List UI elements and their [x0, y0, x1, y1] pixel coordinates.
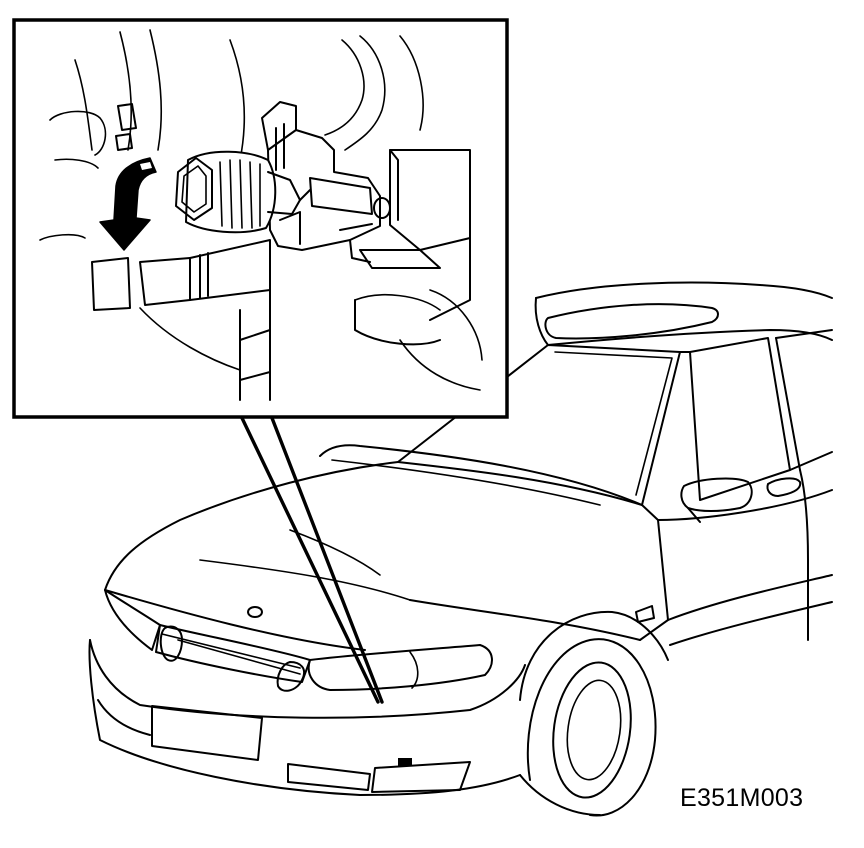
fog-light-mark [398, 758, 412, 766]
figure-code: E351M003 [680, 784, 804, 812]
hood-emblem [247, 606, 263, 618]
connector-plug [261, 101, 381, 251]
car-hood [104, 461, 399, 591]
license-plate [151, 705, 263, 761]
car-mirror [680, 477, 753, 512]
car-front-wheel [526, 638, 657, 817]
car-side-window-front [689, 337, 791, 501]
car-roof [535, 281, 833, 299]
car-sunroof [544, 303, 719, 340]
curved-down-arrow-icon [99, 157, 157, 251]
car-door-handle [766, 477, 802, 497]
car-headlamp-right [307, 644, 493, 691]
car-headlamp-left [104, 589, 161, 651]
callout-pointer [240, 416, 384, 704]
car-bumper [89, 639, 526, 719]
car-drawing [88, 281, 833, 817]
detail-inset [12, 18, 509, 419]
